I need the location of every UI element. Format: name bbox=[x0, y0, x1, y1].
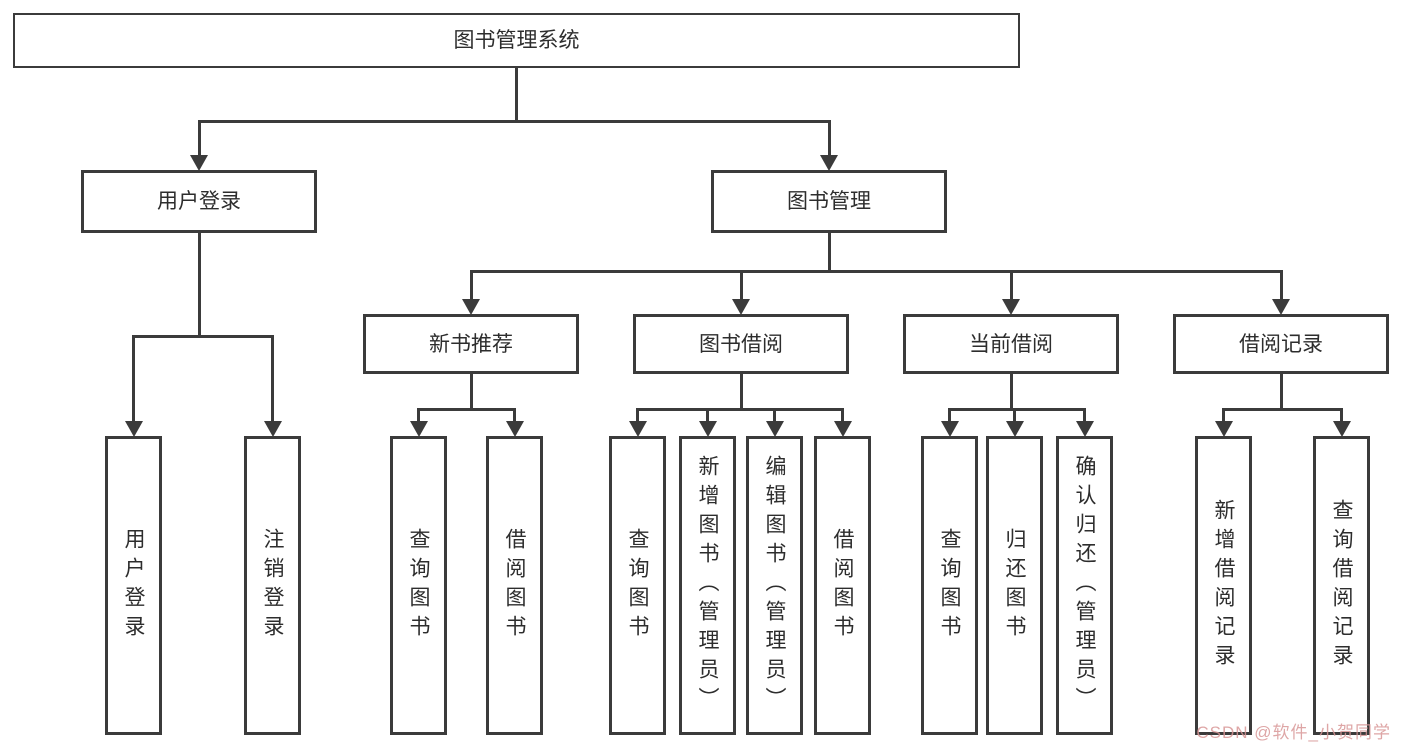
node-label: 查询图书 bbox=[407, 527, 430, 644]
node-current: 当前借阅 bbox=[903, 314, 1119, 374]
arrow-down-icon bbox=[1332, 421, 1351, 437]
node-login: 用户登录 bbox=[81, 170, 317, 233]
connector-line bbox=[1279, 270, 1283, 300]
connector-line bbox=[197, 120, 201, 156]
connector-line bbox=[197, 233, 201, 338]
node-label: 归还图书 bbox=[1003, 527, 1026, 644]
node-r_query: 查询借阅记录 bbox=[1313, 436, 1370, 735]
node-label: 查询图书 bbox=[626, 527, 649, 644]
arrow-down-icon bbox=[820, 155, 838, 171]
arrow-down-icon bbox=[1272, 299, 1290, 315]
node-b_borrow: 借阅图书 bbox=[814, 436, 871, 735]
arrow-down-icon bbox=[765, 421, 784, 437]
connector-line bbox=[1222, 408, 1343, 411]
arrow-down-icon bbox=[124, 421, 143, 437]
connector-line bbox=[132, 335, 274, 338]
connector-line bbox=[1279, 374, 1283, 411]
connector-line bbox=[417, 408, 420, 422]
arrow-down-icon bbox=[505, 421, 524, 437]
connector-line bbox=[271, 335, 274, 422]
connector-line bbox=[197, 120, 831, 123]
connector-line bbox=[636, 408, 639, 422]
node-leaf_logout: 注销登录 bbox=[244, 436, 301, 735]
node-b_edit: 编辑图书（管理员） bbox=[746, 436, 803, 735]
node-rec: 新书推荐 bbox=[363, 314, 579, 374]
connector-line bbox=[132, 335, 135, 422]
arrow-down-icon bbox=[1214, 421, 1233, 437]
connector-line bbox=[469, 374, 473, 411]
node-label: 借阅记录 bbox=[1239, 332, 1323, 356]
node-label: 图书管理系统 bbox=[453, 29, 580, 52]
arrow-down-icon bbox=[409, 421, 428, 437]
connector-line bbox=[1083, 408, 1086, 422]
node-label: 注销登录 bbox=[261, 527, 284, 644]
node-c_confirm: 确认归还（管理员） bbox=[1056, 436, 1113, 735]
csdn-watermark: CSDN @软件_小贺同学 bbox=[1196, 723, 1391, 742]
arrow-down-icon bbox=[190, 155, 208, 171]
arrow-down-icon bbox=[263, 421, 282, 437]
arrow-down-icon bbox=[698, 421, 717, 437]
connector-line bbox=[773, 408, 776, 422]
connector-line bbox=[827, 233, 831, 273]
connector-line bbox=[469, 270, 473, 300]
connector-line bbox=[417, 408, 516, 411]
connector-line bbox=[706, 408, 709, 422]
connector-line bbox=[827, 120, 831, 156]
connector-line bbox=[841, 408, 844, 422]
connector-line bbox=[739, 374, 743, 411]
node-rec_query: 查询图书 bbox=[390, 436, 447, 735]
node-c_return: 归还图书 bbox=[986, 436, 1043, 735]
node-mgmt: 图书管理 bbox=[711, 170, 947, 233]
arrow-down-icon bbox=[1075, 421, 1094, 437]
node-label: 借阅图书 bbox=[831, 527, 854, 644]
connector-line bbox=[515, 68, 518, 123]
node-root: 图书管理系统 bbox=[13, 13, 1020, 68]
connector-line bbox=[739, 270, 743, 300]
arrow-down-icon bbox=[732, 299, 750, 315]
arrow-down-icon bbox=[940, 421, 959, 437]
node-records: 借阅记录 bbox=[1173, 314, 1389, 374]
node-label: 用户登录 bbox=[157, 190, 241, 213]
node-label: 新增借阅记录 bbox=[1212, 498, 1235, 673]
node-label: 图书借阅 bbox=[699, 332, 783, 356]
connector-line bbox=[1009, 374, 1013, 411]
connector-line bbox=[1222, 408, 1225, 422]
node-r_add: 新增借阅记录 bbox=[1195, 436, 1252, 735]
arrow-down-icon bbox=[1002, 299, 1020, 315]
connector-line bbox=[513, 408, 516, 422]
arrow-down-icon bbox=[628, 421, 647, 437]
node-rec_borrow: 借阅图书 bbox=[486, 436, 543, 735]
connector-line bbox=[1013, 408, 1016, 422]
arrow-down-icon bbox=[462, 299, 480, 315]
connector-line bbox=[1340, 408, 1343, 422]
connector-line bbox=[469, 270, 1283, 273]
node-label: 新书推荐 bbox=[429, 332, 513, 356]
connector-line bbox=[948, 408, 1086, 411]
node-b_query: 查询图书 bbox=[609, 436, 666, 735]
node-label: 用户登录 bbox=[122, 527, 145, 644]
node-c_query: 查询图书 bbox=[921, 436, 978, 735]
node-label: 编辑图书（管理员） bbox=[763, 455, 786, 716]
node-leaf_login: 用户登录 bbox=[105, 436, 162, 735]
arrow-down-icon bbox=[833, 421, 852, 437]
node-label: 确认归还（管理员） bbox=[1073, 455, 1096, 716]
node-label: 借阅图书 bbox=[503, 527, 526, 644]
connector-line bbox=[636, 408, 844, 411]
node-borrow: 图书借阅 bbox=[633, 314, 849, 374]
node-label: 新增图书（管理员） bbox=[696, 455, 719, 716]
node-label: 图书管理 bbox=[787, 190, 871, 213]
arrow-down-icon bbox=[1005, 421, 1024, 437]
node-label: 查询借阅记录 bbox=[1330, 498, 1353, 673]
node-b_add: 新增图书（管理员） bbox=[679, 436, 736, 735]
node-label: 查询图书 bbox=[938, 527, 961, 644]
connector-line bbox=[948, 408, 951, 422]
connector-line bbox=[1009, 270, 1013, 300]
node-label: 当前借阅 bbox=[969, 332, 1053, 356]
